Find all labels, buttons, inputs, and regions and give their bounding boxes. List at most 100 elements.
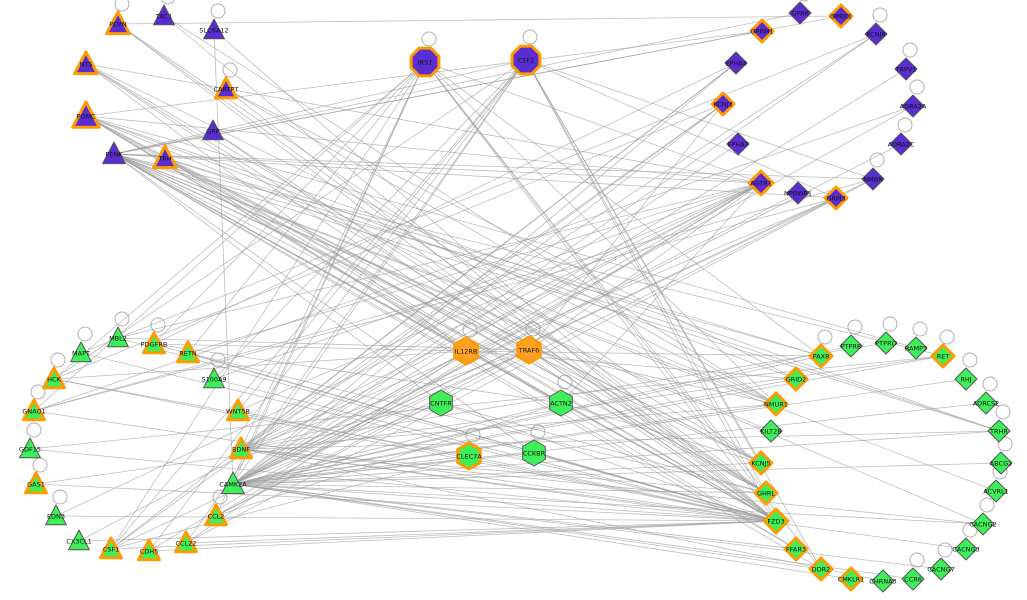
self-loop-ADRA2A	[909, 79, 925, 95]
edge-CDH5-FZD3	[148, 520, 777, 552]
node-TAC1[interactable]	[153, 4, 175, 26]
node-GRID2[interactable]	[783, 366, 809, 392]
node-KILT2B[interactable]	[759, 419, 783, 443]
node-PENK[interactable]	[102, 141, 126, 165]
edge-NTS-NMUR1	[85, 63, 777, 405]
edge-MAPT-FZD3	[80, 352, 777, 522]
node-CCKBR[interactable]	[522, 439, 546, 467]
edge-CAMK2A-CCR6	[232, 483, 914, 580]
node-MBL2[interactable]	[107, 326, 129, 348]
node-RET[interactable]	[930, 343, 956, 369]
edge-PENK-PAX8	[113, 153, 822, 357]
node-CACNG3[interactable]	[954, 537, 978, 561]
node-KCNJ6[interactable]	[864, 22, 888, 46]
node-RAMP3[interactable]	[904, 336, 928, 360]
node-CCL22[interactable]	[174, 530, 198, 554]
node-CARTPT[interactable]	[214, 76, 238, 100]
node-PAX8[interactable]	[808, 343, 834, 369]
node-CMKLR1[interactable]	[838, 566, 864, 592]
edge-IRS1-NMUR1	[424, 61, 777, 405]
node-CAMK2A[interactable]	[221, 471, 245, 495]
node-PTPRO[interactable]	[874, 331, 898, 355]
node-NPBWR1[interactable]	[786, 181, 810, 205]
node-PTPRB[interactable]	[839, 334, 863, 358]
node-POMC[interactable]	[71, 100, 101, 129]
node-CNTFR[interactable]	[429, 389, 453, 417]
node-GRP[interactable]	[202, 119, 224, 141]
node-NTS[interactable]	[73, 50, 99, 76]
edge-PENK-NMUR1	[113, 153, 777, 405]
node-ABCG2[interactable]	[989, 451, 1013, 475]
node-HCK[interactable]	[42, 366, 66, 390]
self-loop-RHJ	[962, 352, 978, 368]
node-TRH[interactable]	[152, 144, 178, 170]
edge-MBL2-FZD3	[117, 337, 777, 522]
node-KCNJ5[interactable]	[748, 450, 774, 476]
node-TRHR[interactable]	[987, 419, 1011, 443]
node-AGTR1[interactable]	[747, 169, 775, 197]
edge-TAC1-NMUR1	[163, 15, 777, 405]
edge-PTPRB-CAMK2A	[232, 345, 852, 485]
node-SLC6A12[interactable]	[203, 18, 225, 40]
node-CHRNA3[interactable]	[871, 569, 895, 593]
edge-BDNF-TRHR	[240, 430, 1000, 450]
node-GDF15[interactable]	[19, 437, 41, 459]
self-loop-PTPRO	[882, 316, 898, 332]
node-FZD3[interactable]	[762, 507, 790, 535]
node-CLEC7A[interactable]	[456, 441, 482, 471]
node-CCL2[interactable]	[204, 503, 228, 527]
node-GPR6[interactable]	[788, 1, 812, 25]
node-RHJ[interactable]	[954, 367, 978, 391]
self-loop-CACNG2	[979, 497, 995, 513]
node-MAPT[interactable]	[70, 341, 92, 363]
edge-CSF2-GHRL	[525, 59, 767, 494]
node-GRM3[interactable]	[823, 185, 849, 211]
node-EPHA7[interactable]	[726, 132, 750, 156]
edge-CAMK2A-ADRA2C	[232, 143, 902, 485]
node-PDGFRB[interactable]	[142, 331, 166, 355]
node-NMUR1[interactable]	[763, 391, 789, 417]
node-CDH5[interactable]	[137, 538, 161, 562]
edge-CARTPT-FZD3	[225, 88, 777, 522]
edge-NTS-AGTR1	[85, 63, 762, 184]
node-KCNJ3[interactable]	[710, 91, 736, 117]
node-TRPV1[interactable]	[894, 57, 918, 81]
node-WNT5B[interactable]	[226, 398, 250, 422]
node-EPHA4[interactable]	[724, 51, 748, 75]
node-CACNG2[interactable]	[971, 512, 995, 536]
node-GAS1[interactable]	[24, 471, 48, 495]
node-CSF1[interactable]	[99, 536, 123, 560]
node-TRAF6[interactable]	[516, 335, 542, 365]
self-loop-RAMP3	[912, 321, 928, 337]
node-PDYN[interactable]	[105, 10, 131, 36]
edge-SLC6A12-FZD3	[213, 29, 777, 522]
node-ADRA2C[interactable]	[889, 132, 913, 156]
edge-CSF2-CAMK2A	[232, 59, 527, 485]
node-RETN[interactable]	[176, 340, 200, 364]
node-GNAO1[interactable]	[22, 398, 46, 422]
node-IRS1[interactable]	[409, 46, 441, 78]
node-CCR6[interactable]	[901, 567, 925, 591]
self-loop-CACNG3	[962, 522, 978, 538]
node-AORCS2[interactable]	[974, 391, 998, 415]
node-GHRL[interactable]	[753, 480, 779, 506]
node-IL12RB[interactable]	[453, 336, 479, 366]
self-loop-SLC6A12	[210, 3, 226, 19]
node-NMBR[interactable]	[861, 167, 885, 191]
node-CSF2[interactable]	[510, 44, 542, 76]
node-ACTN2[interactable]	[549, 389, 573, 417]
edge-CSF2-HCK	[53, 59, 527, 380]
node-DDR2[interactable]	[808, 556, 834, 582]
node-ADRA2A[interactable]	[901, 94, 925, 118]
node-CACNG7[interactable]	[929, 557, 953, 581]
node-OPRK1[interactable]	[828, 3, 854, 29]
node-BDNF[interactable]	[229, 436, 253, 460]
node-OPRM1[interactable]	[749, 18, 775, 44]
node-ACVRL1[interactable]	[984, 479, 1008, 503]
node-FFAR3[interactable]	[783, 536, 809, 562]
node-S100A9[interactable]	[203, 367, 225, 389]
node-EDN3[interactable]	[45, 504, 67, 526]
edge-GNAO1-NMBR	[33, 178, 874, 412]
node-CX3CL1[interactable]	[68, 529, 90, 551]
